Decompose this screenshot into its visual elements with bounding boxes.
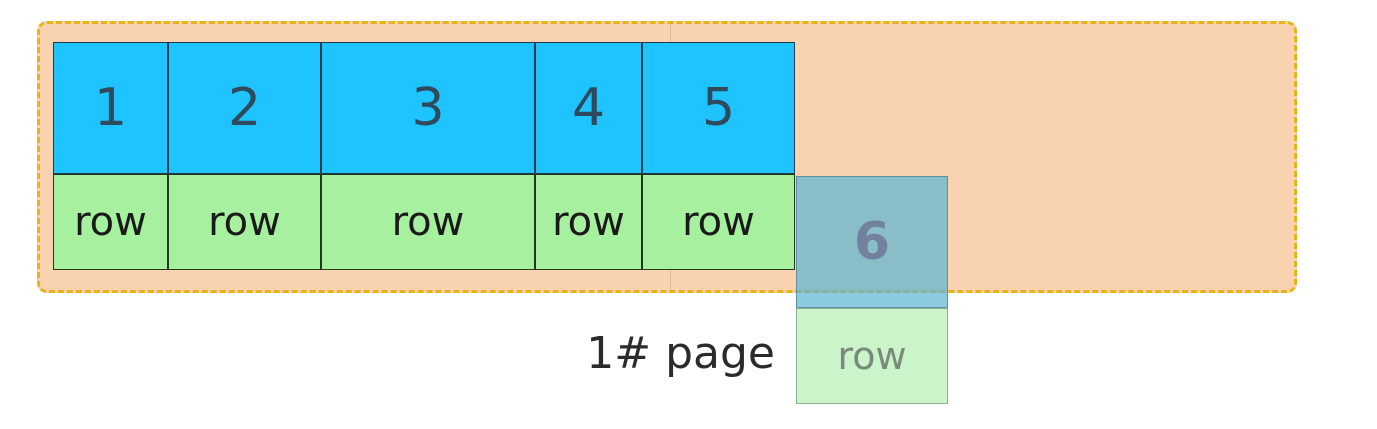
number-cell-5: 5 — [642, 42, 795, 174]
row-cell-4: row — [535, 174, 642, 270]
row-cell-3: row — [321, 174, 535, 270]
row-cell-5: row — [642, 174, 795, 270]
overflow-row-cell: row — [796, 308, 948, 404]
row-cell-1: row — [53, 174, 168, 270]
number-cell-4: 4 — [535, 42, 642, 174]
number-cell-1: 1 — [53, 42, 168, 174]
page-label: 1# page — [586, 328, 775, 379]
number-cell-2: 2 — [168, 42, 321, 174]
row-cell-2: row — [168, 174, 321, 270]
overflow-number-cell: 6 — [796, 176, 948, 308]
number-cell-3: 3 — [321, 42, 535, 174]
